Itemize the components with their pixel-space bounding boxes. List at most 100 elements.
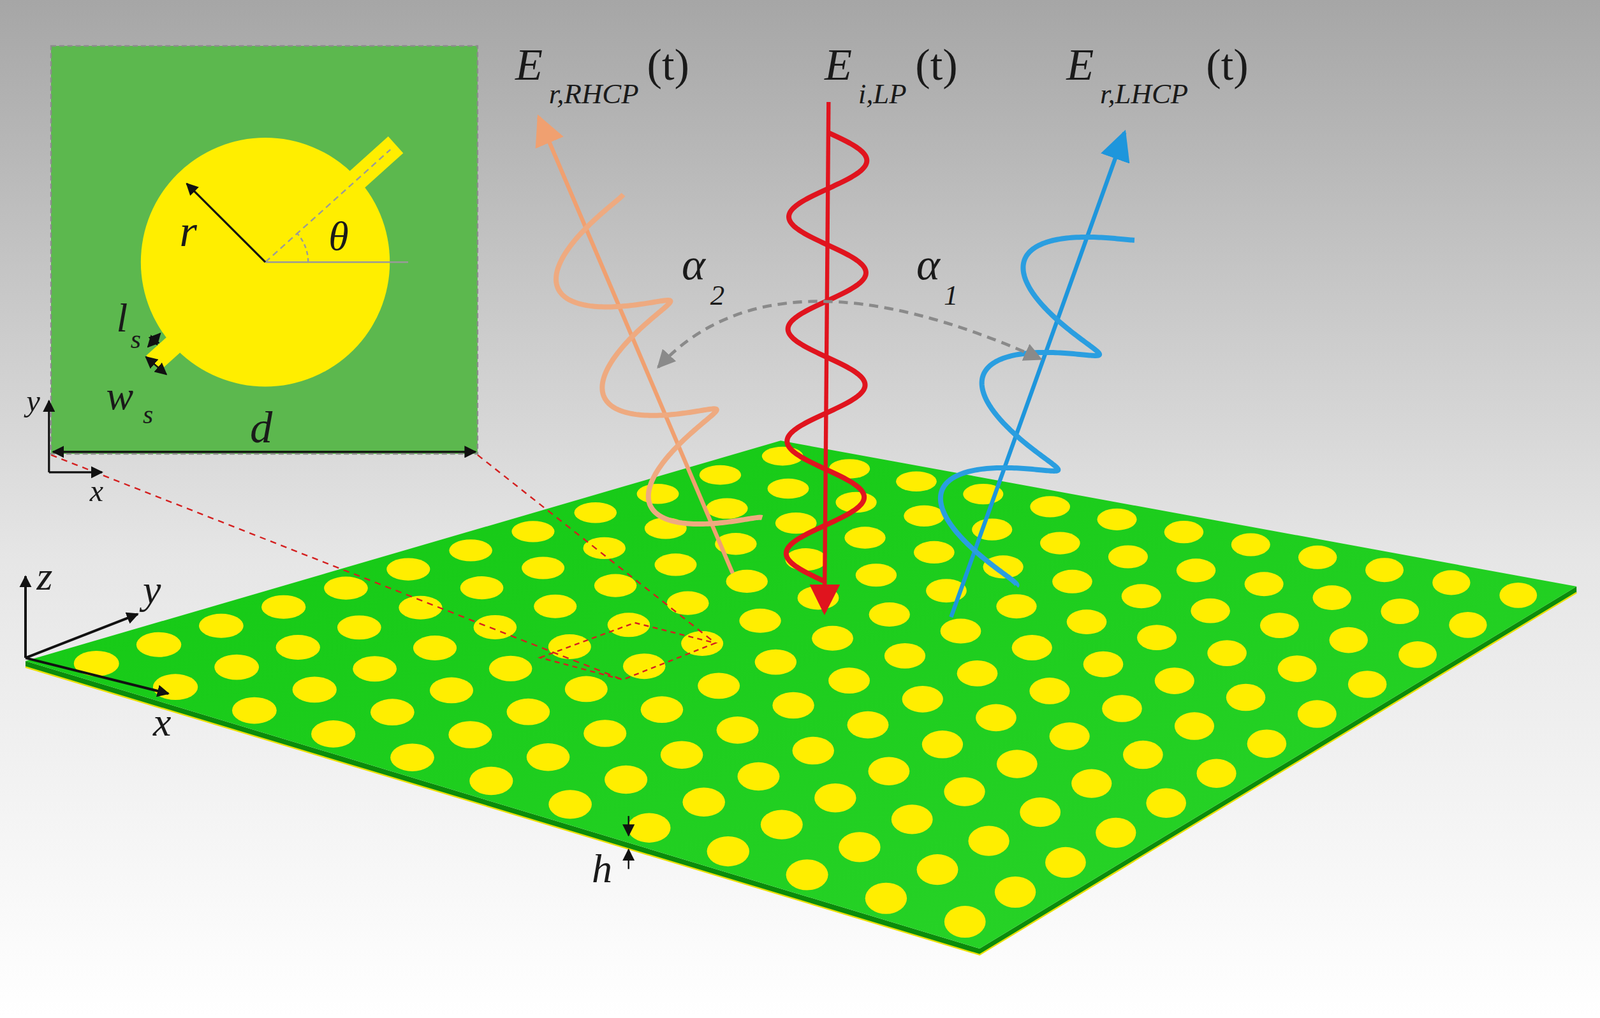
patch-element	[957, 660, 999, 687]
angle-subscript: 2	[710, 281, 725, 311]
patch-element	[352, 656, 397, 682]
patch-element	[1052, 570, 1093, 594]
rhcp-arrow	[538, 117, 733, 574]
patch-element	[627, 813, 671, 844]
patch-element	[604, 765, 648, 794]
patch-element	[1096, 508, 1137, 531]
drawing-part	[49, 471, 103, 474]
patch-element	[660, 741, 704, 770]
patch-element	[895, 471, 937, 493]
drawing-part	[52, 450, 476, 453]
patch-element	[413, 635, 457, 661]
patch-element	[1066, 609, 1108, 635]
drawing-part	[51, 455, 624, 681]
patch-element	[869, 602, 911, 627]
angle-symbol: α	[681, 242, 706, 288]
drawing-part	[477, 455, 716, 644]
patch-element	[511, 521, 555, 543]
patch-element	[594, 574, 638, 598]
patch-element	[1108, 545, 1148, 569]
patch-element	[1365, 557, 1404, 583]
patch-element	[565, 676, 608, 703]
patch-element	[1174, 712, 1215, 741]
patch-element	[697, 672, 740, 699]
patch-element	[1122, 741, 1164, 770]
patch-element	[473, 615, 518, 640]
zoom-leaders	[51, 455, 716, 681]
patch-element	[548, 790, 592, 819]
patch-element	[623, 653, 666, 680]
field-subscript: i,LP	[858, 79, 907, 109]
drawing-part	[51, 45, 478, 455]
patch-element	[1121, 584, 1162, 609]
patch-element	[1298, 545, 1337, 570]
patch-element	[797, 586, 840, 610]
patch-element	[855, 563, 897, 587]
field-symbol: E	[824, 42, 852, 88]
patch-element	[944, 906, 986, 939]
patch-element	[792, 737, 835, 766]
patch-element	[1190, 598, 1231, 624]
time-argument: (t)	[915, 42, 958, 88]
patch-element	[1049, 722, 1090, 751]
angle-arc	[658, 301, 1041, 368]
drawing-part	[627, 816, 629, 836]
patch-element	[390, 743, 435, 772]
drawing-part	[265, 261, 409, 263]
incident-arrow	[824, 102, 829, 613]
patch-element	[1176, 558, 1217, 583]
patch-element	[940, 619, 982, 645]
patch-element	[654, 553, 697, 576]
patch-element	[975, 704, 1017, 733]
thickness-arrows	[628, 816, 630, 870]
patch-element	[1012, 635, 1053, 661]
drawing-part	[145, 136, 404, 372]
field-subscript: r,RHCP	[549, 79, 639, 109]
patch-element	[1137, 624, 1177, 651]
patch-element	[136, 632, 182, 658]
patch-element	[1499, 582, 1537, 609]
lhcp-arrow	[950, 132, 1125, 618]
patch-element	[1432, 570, 1470, 596]
patch-element	[637, 484, 680, 505]
axis-label: x	[153, 702, 171, 743]
patch-element	[917, 854, 959, 886]
patch-element	[699, 465, 742, 486]
time-argument: (t)	[1205, 42, 1248, 88]
patch-element	[838, 832, 881, 863]
patch-element	[1019, 797, 1061, 828]
patch-element	[1207, 640, 1247, 667]
patch-element	[1095, 818, 1136, 849]
dimension-subscript: s	[130, 326, 141, 354]
patch-element	[814, 783, 856, 813]
dimension-label: l	[116, 297, 128, 339]
patch-element	[737, 762, 780, 791]
time-argument: (t)	[646, 42, 689, 88]
patch-element	[1071, 769, 1112, 798]
patch-element	[1196, 759, 1237, 789]
patch-element	[811, 626, 854, 652]
dimension-label: r	[179, 209, 198, 254]
patch-element	[429, 677, 474, 705]
patch-element	[214, 654, 259, 681]
patch-element	[844, 526, 886, 549]
patch-element	[370, 698, 415, 726]
patch-element	[1145, 788, 1187, 819]
patch-element	[232, 697, 277, 725]
drawing-part	[146, 357, 167, 375]
patch-element	[573, 502, 617, 523]
patch-element	[786, 859, 829, 891]
patch-element	[1244, 572, 1284, 597]
patch-element	[760, 809, 803, 840]
patch-element	[847, 711, 889, 740]
patch-element	[460, 576, 504, 600]
patch-element	[1312, 585, 1351, 611]
angle-label: θ	[328, 216, 349, 257]
drawing-part	[186, 183, 266, 263]
patch-element	[996, 749, 1038, 778]
patch-element	[276, 635, 321, 661]
drawing-part	[24, 576, 27, 659]
